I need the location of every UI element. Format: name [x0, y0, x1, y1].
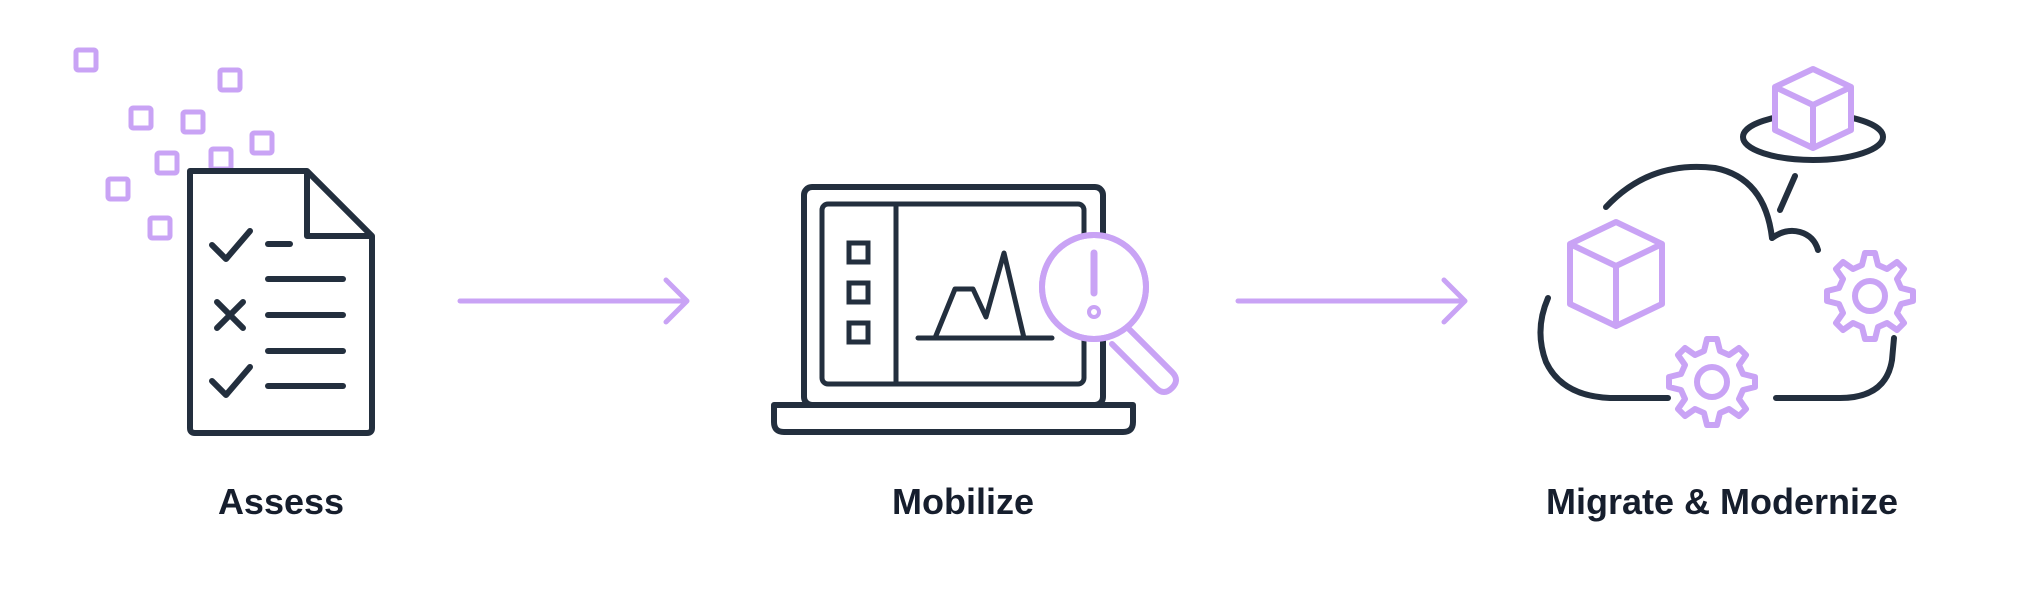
document-fold [304, 171, 372, 239]
cross-icon [214, 299, 246, 331]
step-label-assess: Assess [217, 481, 345, 522]
magnifier-icon [1039, 232, 1179, 395]
laptop-analytics-magnifier-icon [771, 184, 1179, 435]
step-label-migrate-modernize: Migrate & Modernize [1545, 481, 1899, 522]
data-squares [73, 47, 275, 241]
gear-icon [1666, 336, 1758, 428]
step-label-mobilize: Mobilize [892, 481, 1034, 522]
laptop-base [771, 402, 1136, 435]
chart-peaks [915, 250, 1055, 341]
sidebar-square [846, 320, 871, 345]
arrow-right-icon [457, 277, 690, 325]
cloud-cubes-gears-icon [1537, 66, 1916, 428]
sidebar-square [846, 240, 871, 265]
arrow-right-icon [1235, 277, 1468, 325]
checkmark-icon [209, 364, 253, 398]
cube-icon [1772, 66, 1854, 151]
cloud-outline [1537, 163, 1897, 401]
gear-icon [1824, 250, 1916, 342]
cube-icon [1567, 219, 1665, 329]
checklist-document-icon [73, 47, 375, 436]
sidebar-square [846, 280, 871, 305]
checkmark-icon [209, 228, 253, 262]
